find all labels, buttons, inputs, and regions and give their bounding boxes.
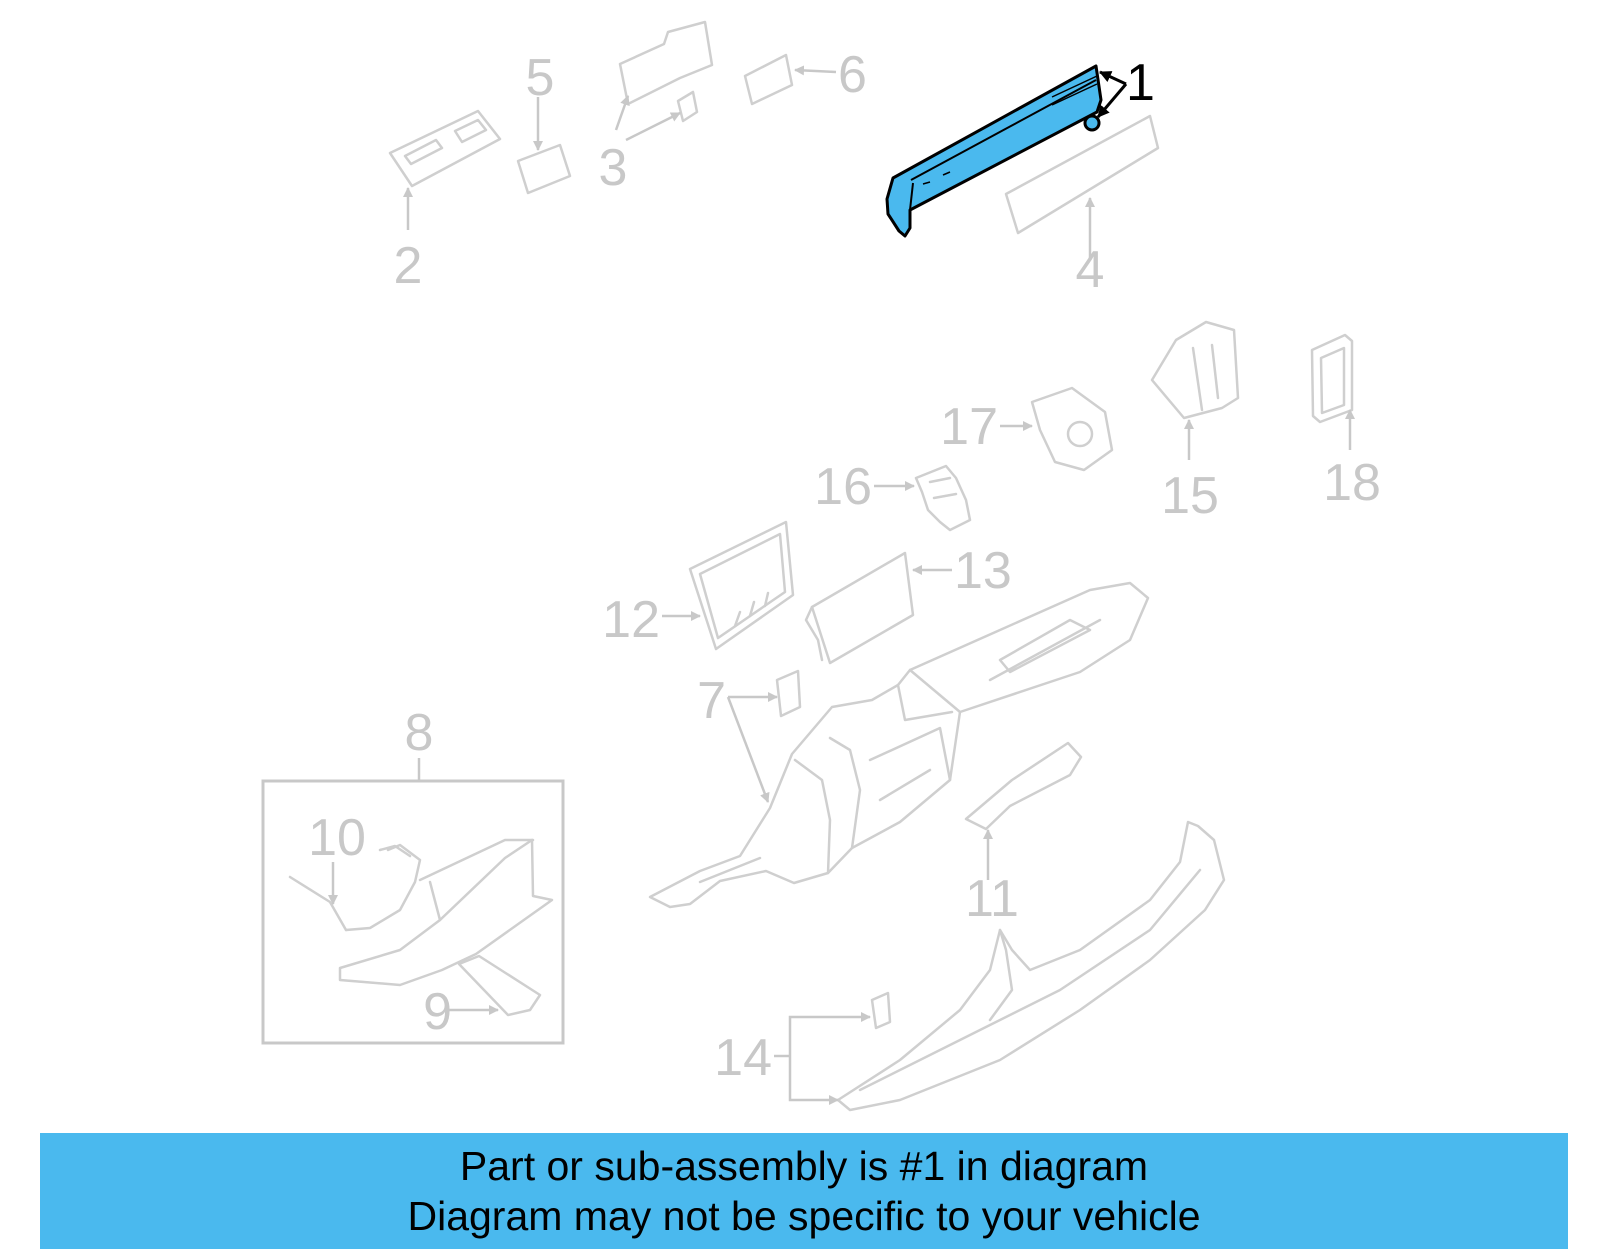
- callout-6: 6: [838, 46, 867, 104]
- part-7-clip: [726, 669, 802, 803]
- callout-17: 17: [940, 398, 998, 456]
- callout-16: 16: [814, 458, 872, 516]
- banner-line-2: Diagram may not be specific to your vehi…: [407, 1193, 1201, 1239]
- callout-15: 15: [1161, 467, 1219, 525]
- callout-1-leaders: [1096, 70, 1128, 118]
- callout-8: 8: [405, 704, 434, 762]
- part-11-trim: [964, 741, 1083, 880]
- callout-11: 11: [965, 870, 1019, 928]
- callout-9: 9: [423, 983, 452, 1041]
- callout-5: 5: [526, 49, 555, 107]
- part-13-panel: [804, 551, 952, 665]
- part-9-pad: [448, 954, 542, 1017]
- part-8-glove-box-assembly: [261, 758, 565, 1045]
- part-5-pad: [516, 97, 572, 195]
- callout-18: 18: [1323, 454, 1381, 512]
- part-1-trim-panel[interactable]: [885, 64, 1103, 238]
- part-12-panel: [662, 520, 795, 651]
- callout-4: 4: [1076, 241, 1105, 299]
- part-1-clip: [1083, 114, 1101, 132]
- callout-2: 2: [394, 237, 423, 295]
- part-16-bracket: [874, 464, 972, 532]
- part-3-bracket: [614, 20, 714, 142]
- callout-7: 7: [697, 672, 726, 730]
- part-2-panel: [388, 109, 502, 230]
- part-14-lower-trim: [774, 820, 1226, 1112]
- callout-12: 12: [602, 591, 660, 649]
- instrument-panel-carrier: [648, 581, 1150, 909]
- callout-14: 14: [714, 1029, 772, 1087]
- part-17-switch: [1000, 386, 1114, 472]
- banner-line-1: Part or sub-assembly is #1 in diagram: [459, 1143, 1149, 1189]
- info-banner: Part or sub-assembly is #1 in diagram Di…: [40, 1133, 1568, 1249]
- part-4-strip: [1004, 114, 1160, 258]
- callout-10: 10: [308, 809, 366, 867]
- callout-1: 1: [1126, 54, 1155, 112]
- part-15-cover: [1150, 320, 1240, 460]
- callout-3: 3: [599, 139, 628, 197]
- part-18-cover: [1310, 333, 1355, 450]
- callout-13: 13: [954, 542, 1012, 600]
- part-6-pad: [743, 53, 837, 106]
